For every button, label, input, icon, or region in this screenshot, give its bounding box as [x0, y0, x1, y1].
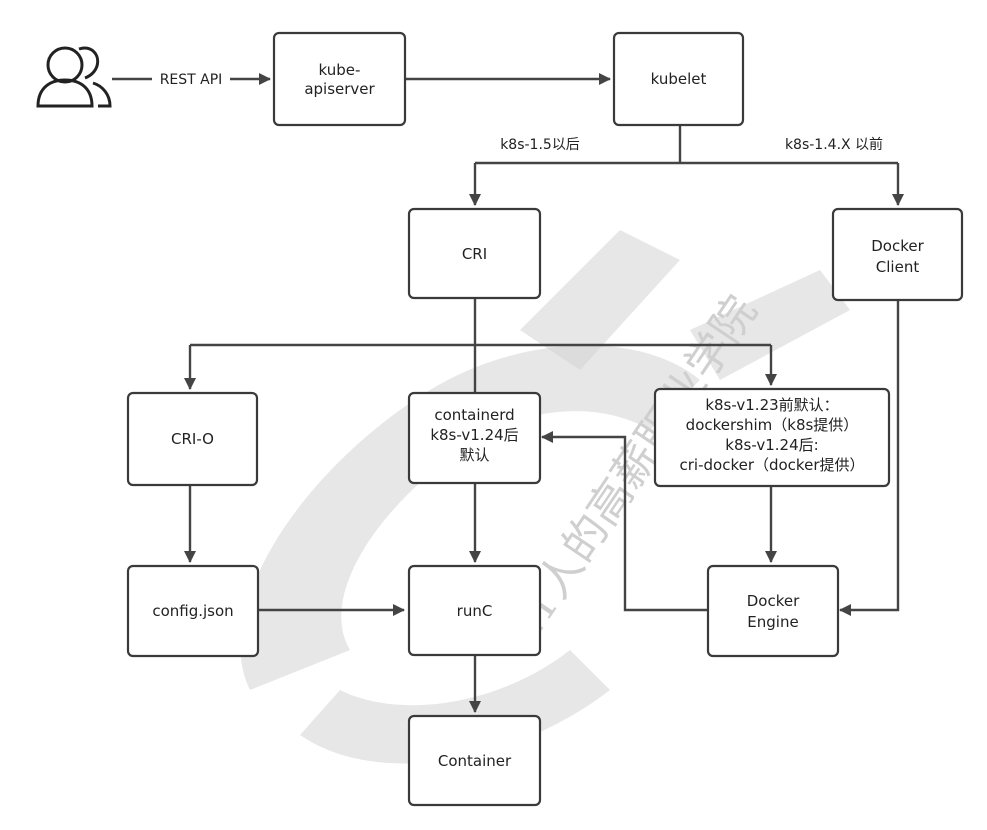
- cri-node: CRI: [407, 207, 542, 300]
- docker-engine-line-1: Docker: [747, 592, 800, 610]
- cri-o-label: CRI-O: [171, 430, 214, 448]
- k8s-before-1-4-label: k8s-1.4.X 以前: [785, 136, 883, 153]
- cri-o-node: CRI-O: [126, 391, 259, 487]
- config-json-label: config.json: [152, 602, 233, 620]
- edge-kubelet-split: [475, 125, 898, 165]
- docker-client-line-1: Docker: [871, 237, 924, 255]
- dockershim-line-1: k8s-v1.23前默认：: [705, 396, 838, 414]
- edge-client-engine: [839, 300, 900, 616]
- runc-label: runC: [457, 602, 493, 620]
- cri-label: CRI: [462, 245, 487, 263]
- docker-engine-node: Docker Engine: [706, 564, 840, 658]
- edge-engine-containerd: [541, 431, 708, 612]
- watermark: IT人的高薪职业学院: [240, 230, 850, 764]
- containerd-line-3: 默认: [459, 446, 489, 464]
- edges: [112, 73, 904, 713]
- dockershim-node: k8s-v1.23前默认： dockershim（k8s提供） k8s-v1.2…: [653, 387, 891, 488]
- container-label: Container: [438, 752, 512, 770]
- runc-node: runC: [407, 564, 542, 657]
- kubelet-label: kubelet: [651, 70, 707, 88]
- rest-api-label: REST API: [160, 72, 223, 88]
- kube-apiserver-line-2: apiserver: [304, 80, 375, 98]
- containerd-line-2: k8s-v1.24后: [430, 426, 518, 444]
- dockershim-line-2: dockershim（k8s提供）: [686, 416, 859, 434]
- containerd-line-1: containerd: [434, 406, 514, 424]
- users-icon: [36, 46, 112, 108]
- dockershim-line-3: k8s-v1.24后:: [725, 436, 818, 454]
- docker-client-node: Docker Client: [831, 207, 964, 302]
- k8s-after-1-5-label: k8s-1.5以后: [500, 137, 580, 153]
- containerd-node: containerd k8s-v1.24后 默认: [407, 391, 542, 485]
- edge-cri-split: [190, 298, 771, 392]
- docker-client-line-2: Client: [876, 258, 920, 276]
- config-json-node: config.json: [126, 564, 260, 658]
- kube-apiserver-line-1: kube-: [319, 61, 361, 79]
- kube-apiserver-node: kube- apiserver: [272, 31, 407, 127]
- kubelet-node: kubelet: [612, 31, 745, 127]
- dockershim-line-4: cri-docker（docker提供）: [680, 456, 865, 474]
- container-node: Container: [407, 714, 542, 807]
- docker-engine-line-2: Engine: [747, 613, 798, 631]
